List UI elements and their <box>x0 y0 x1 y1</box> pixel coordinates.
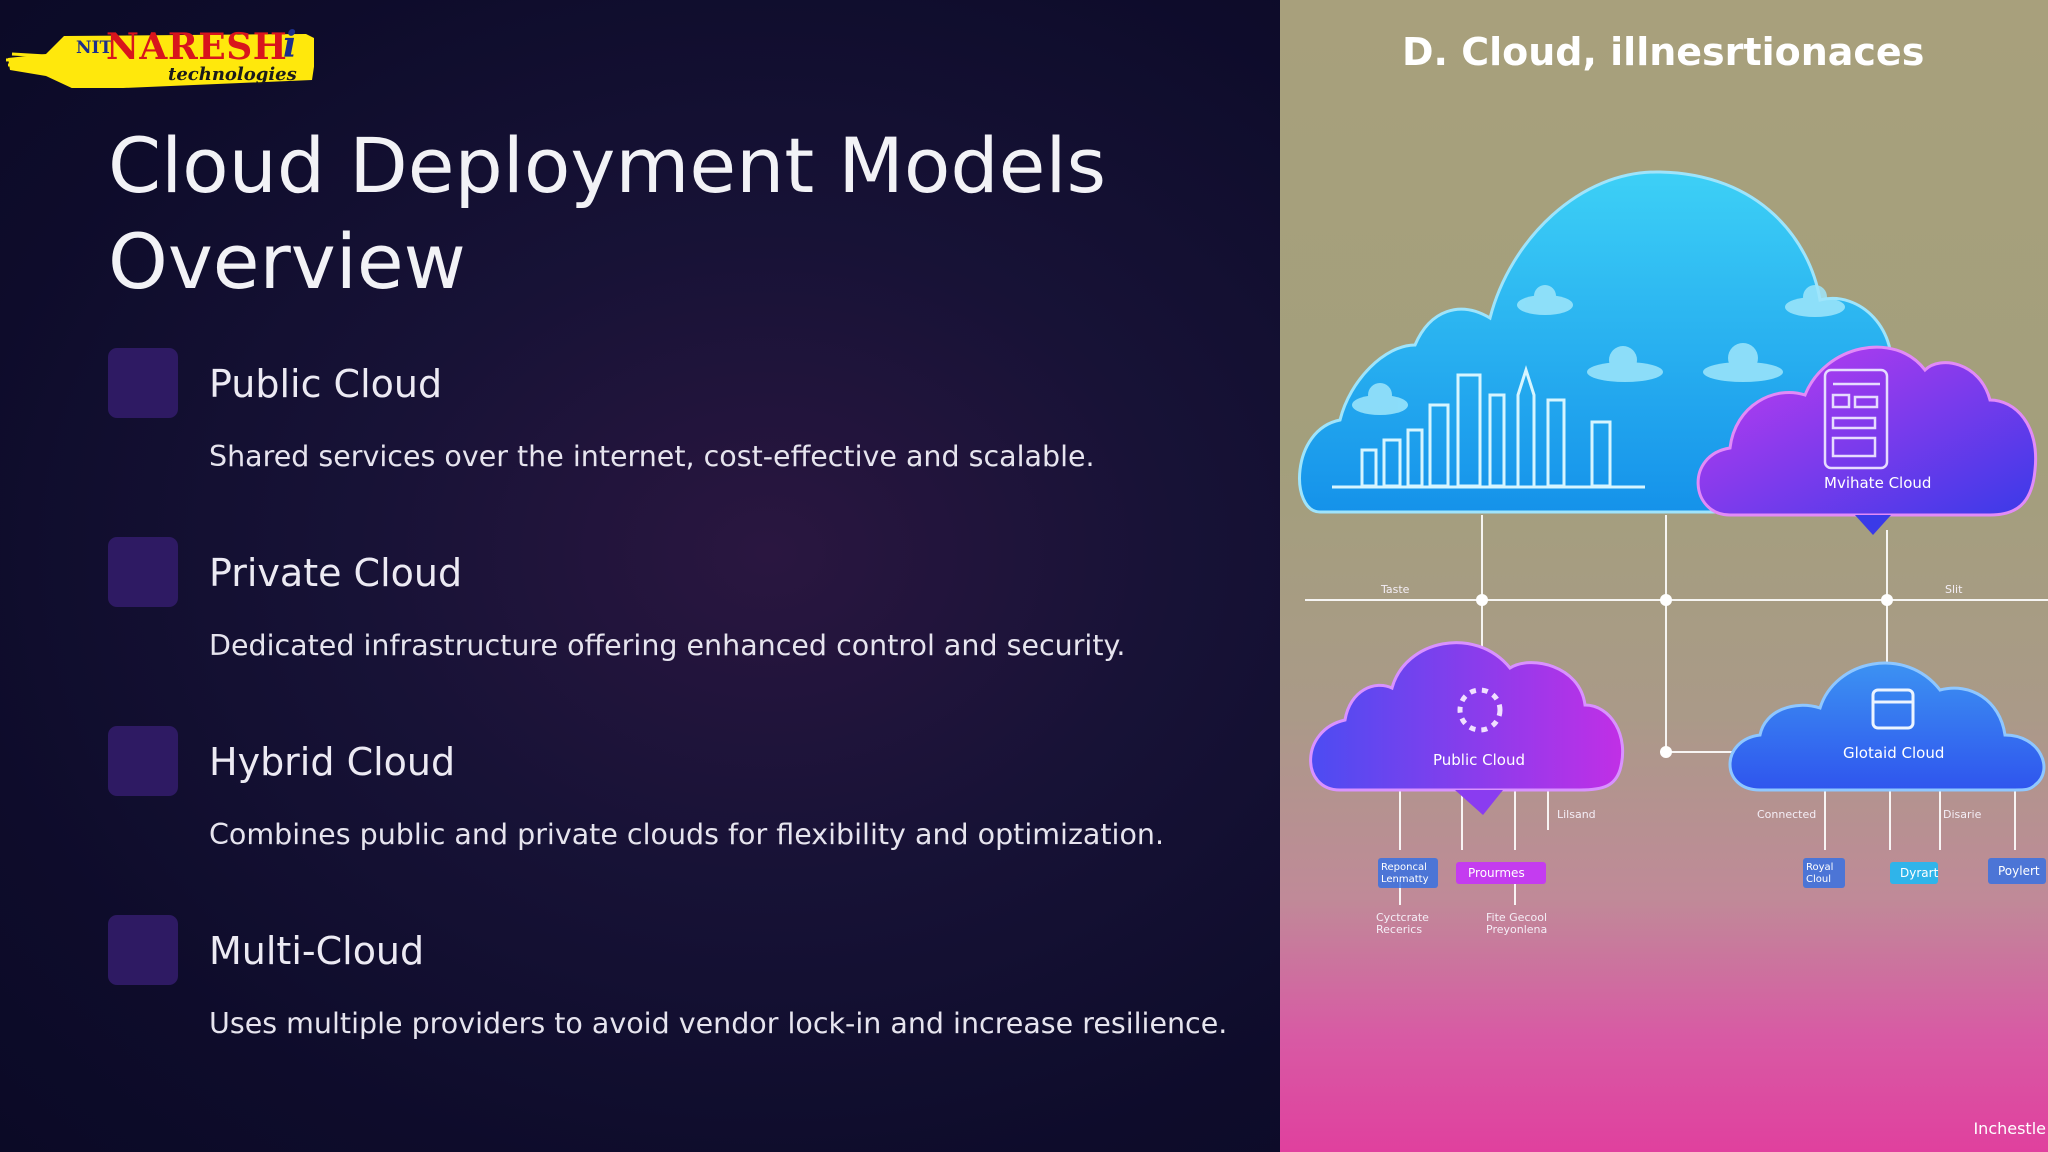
item-title: Private Cloud <box>209 551 463 595</box>
cloud-diagram-graphic <box>1298 170 2048 905</box>
bullet-box <box>108 726 178 796</box>
item-multi-cloud: Multi-Cloud Uses multiple providers to a… <box>108 915 1258 1075</box>
sub-label-fite: Fite Gecool Preyonlena <box>1486 911 1548 936</box>
logo-brush-background <box>6 34 314 88</box>
hybrid-left-label: Connected <box>1757 808 1817 821</box>
item-hybrid-cloud: Hybrid Cloud Combines public and private… <box>108 726 1258 886</box>
chip-reponcal: Reponcal Lenmatty <box>1381 862 1429 885</box>
item-public-cloud: Public Cloud Shared services over the in… <box>108 348 1258 508</box>
item-private-cloud: Private Cloud Dedicated infrastructure o… <box>108 537 1258 697</box>
naresh-logo: NIT NARESH i technologies <box>6 18 314 88</box>
sub-label-cyctcrate: Cyctcrate Recerics <box>1376 911 1429 936</box>
bullet-box <box>108 915 178 985</box>
hybrid-cloud-label: Glotaid Cloud <box>1843 744 1945 762</box>
item-description: Dedicated infrastructure offering enhanc… <box>209 629 1126 662</box>
logo-brand-text: NARESH <box>106 26 288 68</box>
logo-subtitle: technologies <box>168 64 297 85</box>
hybrid-right-label: Disarie <box>1943 808 1982 821</box>
illustration-title: D. Cloud, illnesrtionaces <box>1402 30 1925 74</box>
public-side-label: Lilsand <box>1557 808 1596 821</box>
item-title: Public Cloud <box>209 362 443 406</box>
item-description: Combines public and private clouds for f… <box>209 818 1165 851</box>
logo-nit-text: NIT <box>76 38 113 58</box>
logo-i-mark: i <box>283 24 297 66</box>
private-cloud-label: Mvihate Cloud <box>1824 474 1932 492</box>
bullet-box <box>108 348 178 418</box>
line-label-left: Taste <box>1381 583 1410 596</box>
bullet-box <box>108 537 178 607</box>
chip-royal-cloul: Royal Cloul <box>1806 862 1834 885</box>
item-description: Shared services over the internet, cost-… <box>209 440 1095 473</box>
corner-label: Inchestle <box>1973 1119 2046 1138</box>
cloud-illustration: D. Cloud, illnesrtionaces Mvihate Cloud … <box>1280 0 2048 1152</box>
item-title: Hybrid Cloud <box>209 740 456 784</box>
slide-title: Cloud Deployment Models Overview <box>108 121 1107 306</box>
public-cloud-label: Public Cloud <box>1433 751 1526 769</box>
chip-dyrart: Dyrart <box>1900 866 1939 880</box>
chip-poylert: Poylert <box>1998 864 2040 878</box>
slide-left-panel: NIT NARESH i technologies Cloud Deployme… <box>0 0 1280 1152</box>
item-description: Uses multiple providers to avoid vendor … <box>209 1007 1228 1040</box>
chip-prourmes: Prourmes <box>1468 866 1525 880</box>
item-title: Multi-Cloud <box>209 929 425 973</box>
line-label-right: Slit <box>1945 583 1963 596</box>
